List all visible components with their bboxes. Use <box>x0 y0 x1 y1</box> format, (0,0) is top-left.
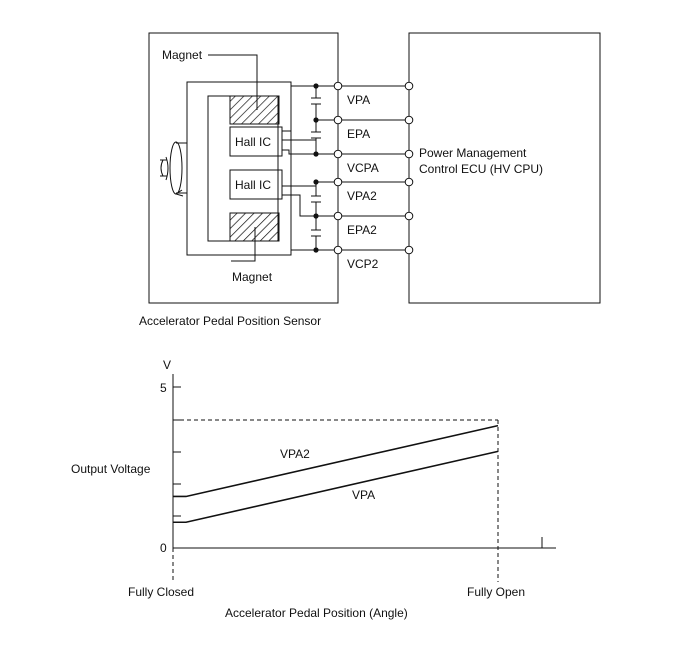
signal-label-vpa: VPA <box>347 93 370 107</box>
sensor-box <box>148 32 339 304</box>
ecu-terminal-vcp2 <box>404 245 414 255</box>
capacitor-icon <box>311 131 321 139</box>
rotation-shaft-icon <box>160 141 187 197</box>
sensor-terminal-epa <box>333 115 343 125</box>
wire-hall2-vcp2 <box>290 236 316 251</box>
capacitor-icon <box>311 229 321 237</box>
wire-hall1-vpa <box>282 85 316 132</box>
capacitor-icon <box>311 97 321 105</box>
ecu-box <box>408 32 601 304</box>
signal-label-epa2: EPA2 <box>347 223 377 237</box>
series-line-vpa2 <box>173 424 499 498</box>
wire-hall2-epa2 <box>282 194 316 217</box>
sensor-terminal-vpa <box>333 81 343 91</box>
ecu-label-line1: Power Management <box>419 146 527 160</box>
y-tick-5-label: 5 <box>160 381 167 395</box>
signal-label-vcp2: VCP2 <box>347 257 379 271</box>
ecu-terminal-epa <box>404 115 414 125</box>
y-unit-label: V <box>163 358 171 372</box>
yoke-outer <box>186 81 292 256</box>
wire-hall2-vpa2 <box>282 182 317 187</box>
x-start-label: Fully Closed <box>128 585 194 599</box>
magnet-top <box>229 95 280 125</box>
ecu-terminal-vpa <box>404 81 414 91</box>
output-voltage-chart: V 5 0 Output Voltage VPA2 VPA Fully Clos… <box>71 358 556 620</box>
hall-ic-2-box <box>229 169 283 200</box>
magnet-top-leader <box>208 54 258 110</box>
signal-label-vpa2: VPA2 <box>347 189 377 203</box>
sensor-terminal-vcpa <box>333 149 343 159</box>
signal-label-epa: EPA <box>347 127 370 141</box>
series-label-vpa: VPA <box>352 488 375 502</box>
series-layer <box>173 424 499 524</box>
y-axis-label: Output Voltage <box>71 462 151 476</box>
ecu-terminal-vcpa <box>404 149 414 159</box>
sensor-terminal-vpa2 <box>333 177 343 187</box>
series-label-vpa2: VPA2 <box>280 447 310 461</box>
ecu-label-line2: Control ECU (HV CPU) <box>419 162 543 176</box>
hall-ic-1-box <box>229 126 283 157</box>
hall-ic-2-label: Hall IC <box>235 178 271 192</box>
sensor-label: Accelerator Pedal Position Sensor <box>139 314 321 328</box>
magnet-top-label: Magnet <box>162 48 203 62</box>
signal-label-vcpa: VCPA <box>347 161 379 175</box>
ecu-terminal-vpa2 <box>404 177 414 187</box>
y-tick-0-label: 0 <box>160 541 167 555</box>
capacitor-icon <box>311 195 321 203</box>
hall-ic-1-label: Hall IC <box>235 135 271 149</box>
wire-hall1-vcpa <box>282 149 316 155</box>
series-line-vpa <box>173 450 499 524</box>
x-end-label: Fully Open <box>467 585 525 599</box>
magnet-bottom-label: Magnet <box>232 270 273 284</box>
sensor-terminal-epa2 <box>333 211 343 221</box>
magnet-bottom-leader <box>231 227 256 262</box>
x-axis-label: Accelerator Pedal Position (Angle) <box>225 606 408 620</box>
sensor-terminal-vcp2 <box>333 245 343 255</box>
ecu-terminal-epa2 <box>404 211 414 221</box>
